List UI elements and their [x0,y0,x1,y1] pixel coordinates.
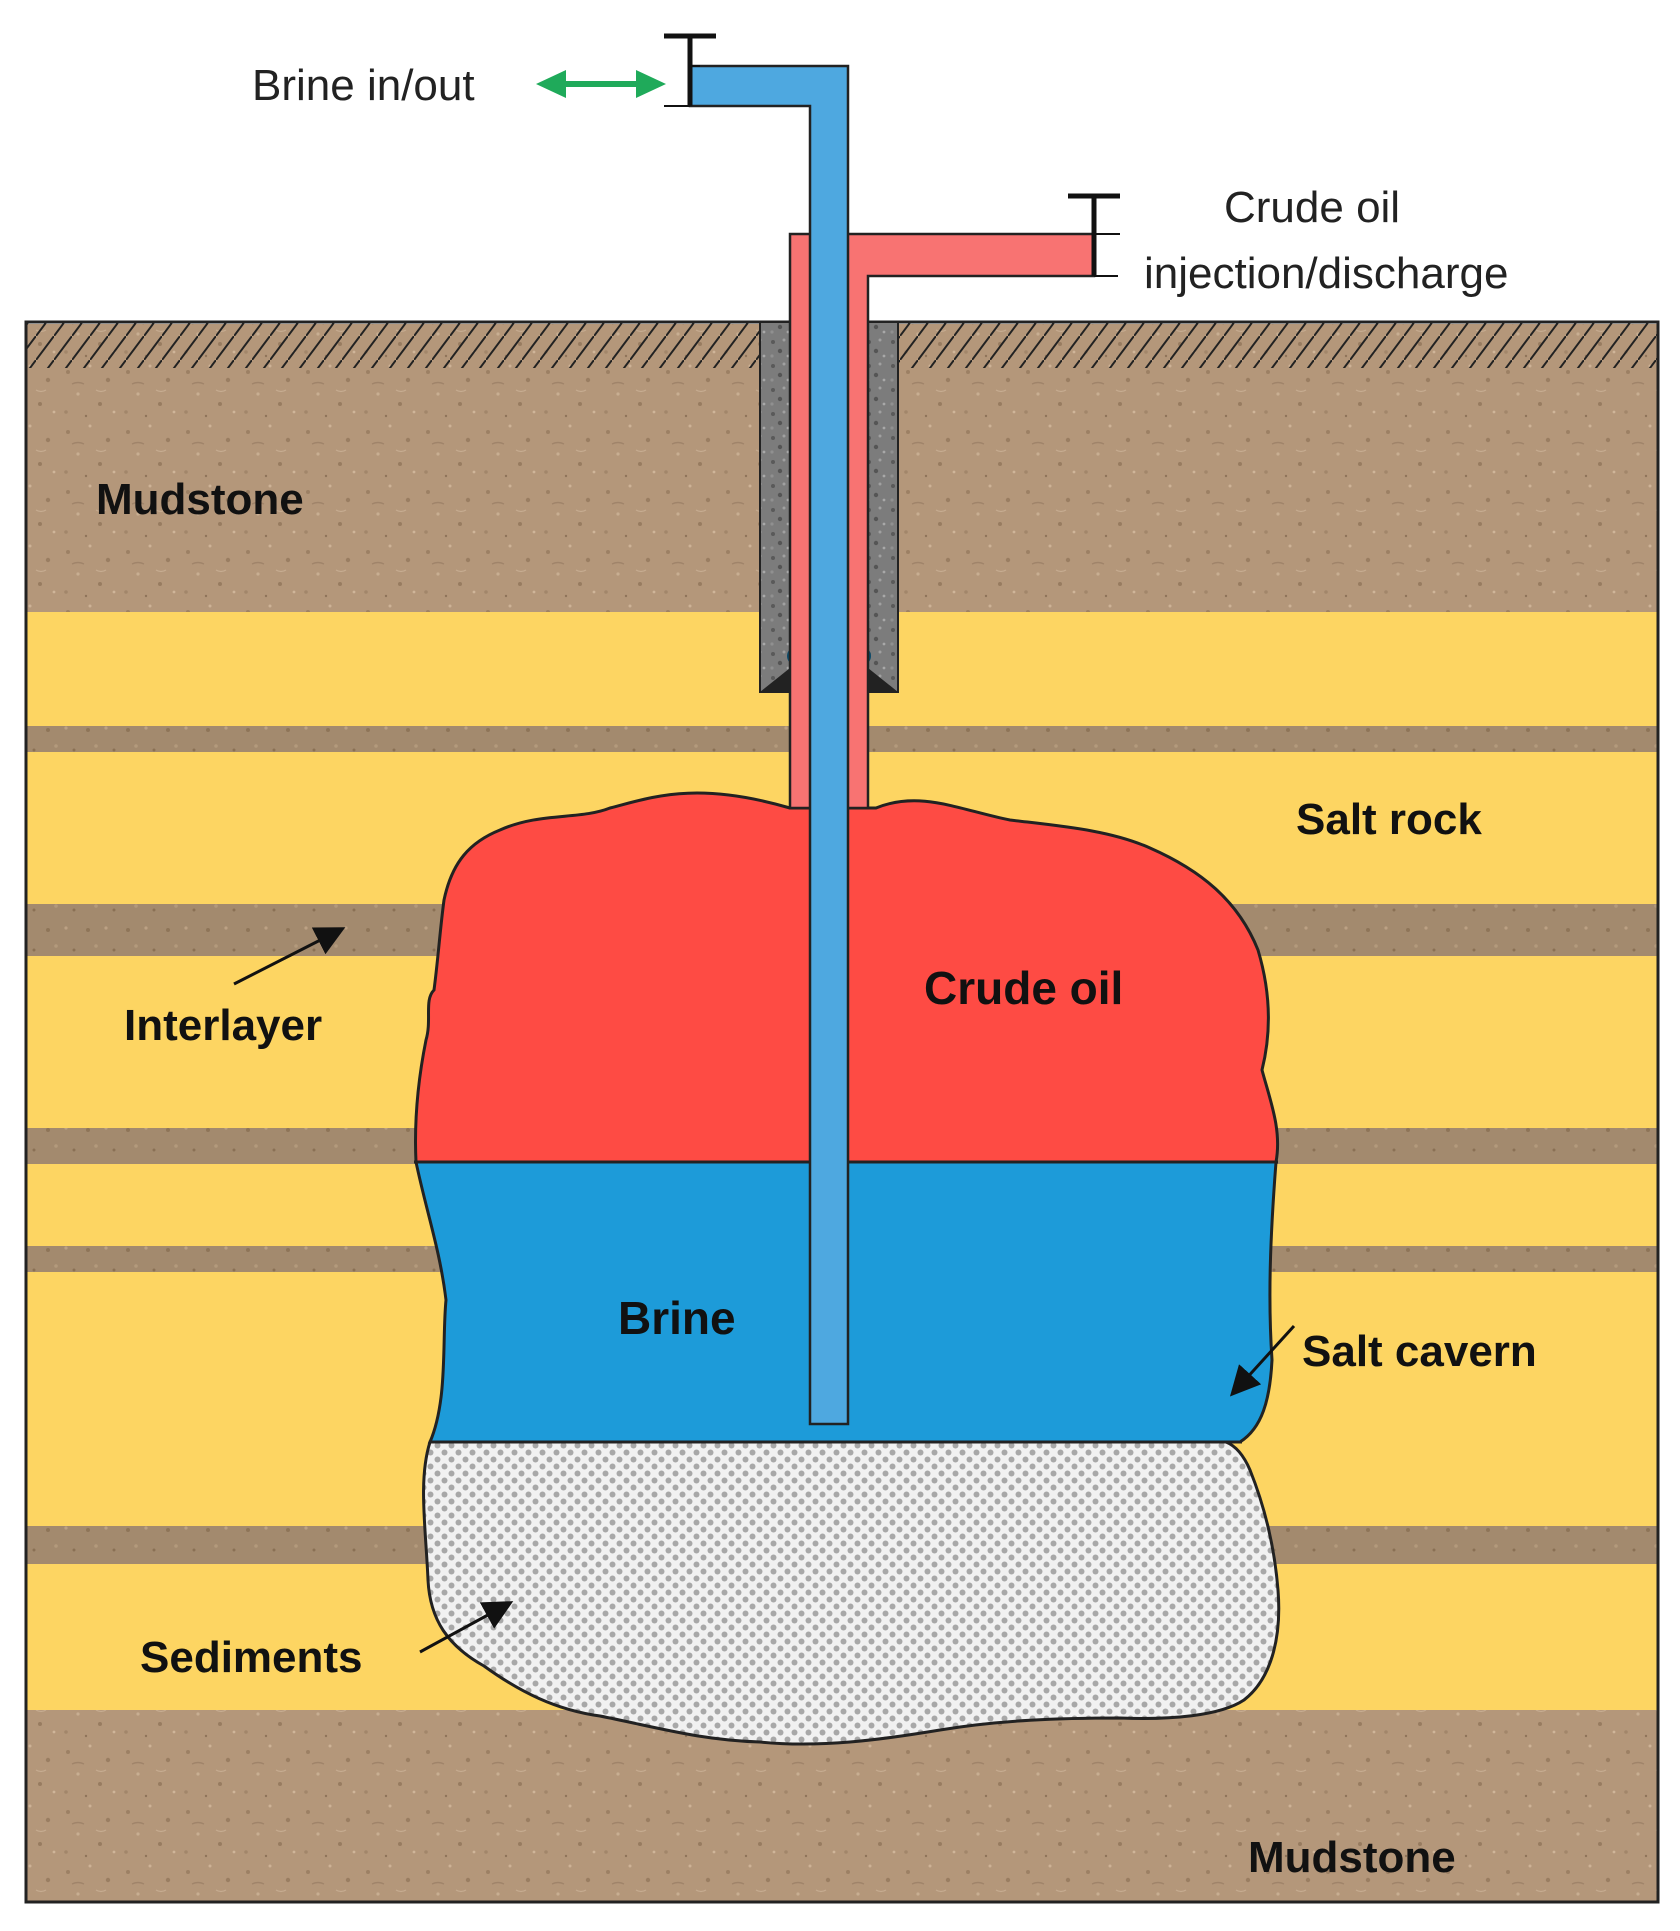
label-mudstone-top: Mudstone [96,475,304,524]
crude-oil-valve [1068,193,1120,277]
sediments-region [422,1440,1281,1746]
label-sediments: Sediments [140,1633,363,1682]
label-brine: Brine [618,1292,736,1344]
casing-left [759,321,791,693]
sediments-pointer-arrow [419,1601,514,1654]
label-brine-in-out: Brine in/out [252,61,475,110]
label-salt-rock: Salt rock [1296,795,1482,844]
brine-valve [664,33,716,107]
label-salt-cavern: Salt cavern [1302,1327,1537,1376]
label-mudstone-bottom: Mudstone [1248,1833,1456,1882]
label-interlayer: Interlayer [124,1001,322,1050]
label-crude-oil-line1: Crude oil [1224,183,1400,232]
wellhead-assembly [664,33,1120,1426]
casing-shoe-left [760,668,790,692]
interlayer-pointer-arrow [233,927,346,986]
brine-flow-arrow [536,70,666,98]
casing-right [867,321,899,693]
salt-cavern-pointer-arrow [1229,1324,1296,1397]
casing-shoe-right [868,668,898,692]
label-crude-oil-line2: injection/discharge [1144,249,1508,298]
label-crude-oil: Crude oil [924,962,1123,1014]
